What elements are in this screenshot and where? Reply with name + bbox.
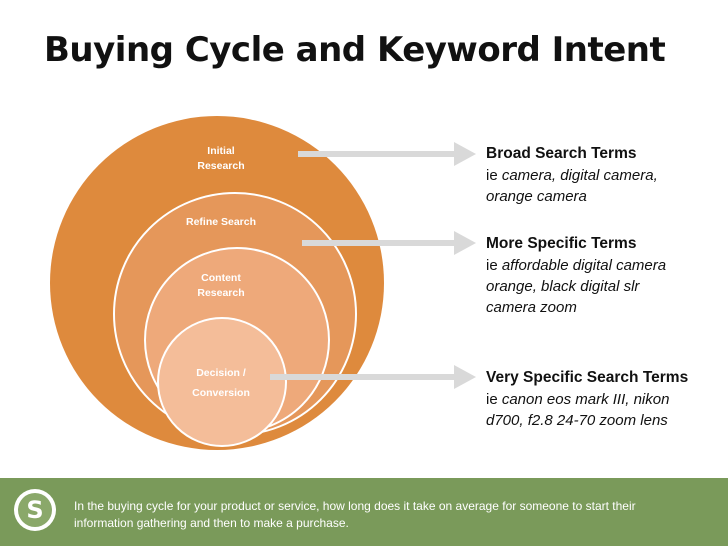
s-logo-icon: S [14, 489, 56, 531]
stage-label-line1: Initial [207, 145, 235, 157]
stage-label-refine-search: Refine Search [171, 215, 271, 230]
term-block-broad: Broad Search Terms ie camera, digital ca… [486, 143, 726, 207]
arrow-more-specific-terms [302, 231, 476, 255]
stage-label-decision-conversion: Decision / Conversion [176, 363, 266, 403]
stage-label-content-research: Content Research [181, 271, 261, 301]
footer-text: In the buying cycle for your product or … [74, 499, 636, 530]
term-prefix: ie [486, 167, 502, 184]
stage-label-line2: Conversion [192, 387, 250, 399]
term-description: ie camera, digital camera, orange camera [486, 165, 686, 207]
stage-label-line1: Content [201, 272, 241, 284]
term-description: ie affordable digital camera orange, bla… [486, 255, 686, 318]
term-heading: More Specific Terms [486, 235, 637, 252]
page-title: Buying Cycle and Keyword Intent [44, 30, 666, 70]
term-prefix: ie [486, 257, 502, 274]
term-examples: affordable digital camera orange, black … [486, 257, 667, 316]
term-prefix: ie [486, 391, 502, 408]
stage-label-line2: Research [197, 287, 245, 299]
term-description: ie canon eos mark III, nikon d700, f2.8 … [486, 389, 686, 431]
stage-label-text: Refine Search [185, 216, 257, 228]
logo-letter: S [18, 493, 52, 527]
term-heading: Very Specific Search Terms [486, 369, 689, 386]
stage-label-initial-research: Initial Research [181, 144, 261, 174]
stage-label-line1: Decision / [196, 367, 246, 379]
term-block-very-specific: Very Specific Search Terms ie canon eos … [486, 367, 726, 431]
arrow-broad-terms [298, 142, 476, 166]
term-examples: canon eos mark III, nikon d700, f2.8 24-… [486, 391, 670, 429]
stage-label-line2: Research [197, 160, 245, 172]
term-heading: Broad Search Terms [486, 145, 637, 162]
footer-bar: S In the buying cycle for your product o… [0, 478, 728, 546]
stage-circle-decision-conversion [157, 317, 287, 447]
term-block-more-specific: More Specific Terms ie affordable digita… [486, 233, 726, 318]
arrow-very-specific-terms [270, 365, 476, 389]
term-examples: camera, digital camera, orange camera [486, 167, 658, 205]
